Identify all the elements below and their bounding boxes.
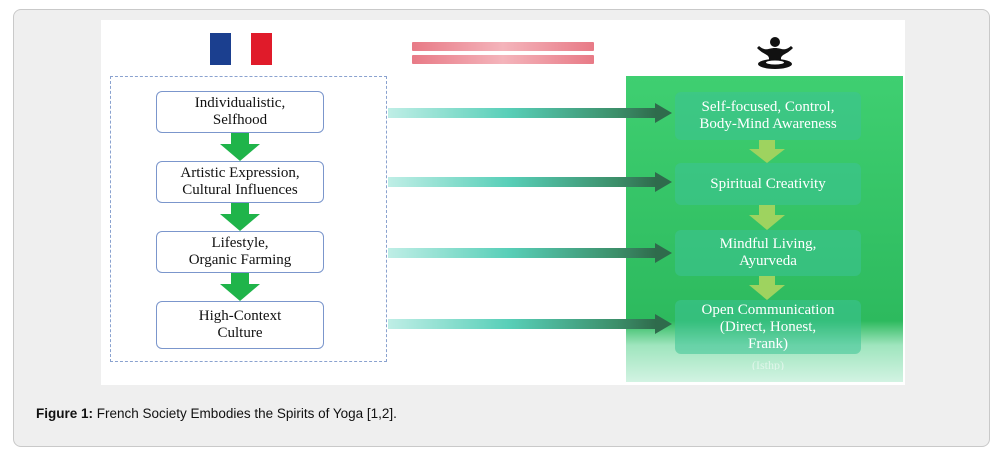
connector-arrow-2 [388, 172, 672, 192]
divider-bar-bottom [412, 55, 594, 64]
french-trait-box: Lifestyle, Organic Farming [156, 231, 324, 273]
caption-text: French Society Embodies the Spirits of Y… [93, 406, 397, 421]
down-arrow-right-2 [749, 205, 785, 230]
french-trait-box: High-Context Culture [156, 301, 324, 349]
caption-label: Figure 1: [36, 406, 94, 421]
yoga-meditation-icon [757, 37, 793, 69]
french-society-panel [110, 76, 387, 362]
down-arrow-left-3 [220, 273, 260, 301]
yoga-trait-box: Open Communication (Direct, Honest, Fran… [675, 300, 861, 354]
france-flag-icon [210, 33, 273, 65]
down-arrow-right-1 [749, 140, 785, 163]
faint-label: (Isthp) [752, 358, 784, 370]
yoga-trait-box: Spiritual Creativity [675, 163, 861, 205]
connector-arrow-4 [388, 314, 672, 334]
connector-arrow-3 [388, 243, 672, 263]
divider-bar-top [412, 42, 594, 51]
yoga-trait-box: Self-focused, Control, Body-Mind Awarene… [675, 92, 861, 140]
down-arrow-left-2 [220, 203, 260, 231]
connector-arrow-1 [388, 103, 672, 123]
french-trait-box: Artistic Expression, Cultural Influences [156, 161, 324, 203]
down-arrow-left-1 [220, 133, 260, 161]
figure-caption: Figure 1: French Society Embodies the Sp… [36, 406, 397, 421]
french-trait-box: Individualistic, Selfhood [156, 91, 324, 133]
yoga-trait-box: Mindful Living, Ayurveda [675, 230, 861, 276]
down-arrow-right-3 [749, 276, 785, 300]
